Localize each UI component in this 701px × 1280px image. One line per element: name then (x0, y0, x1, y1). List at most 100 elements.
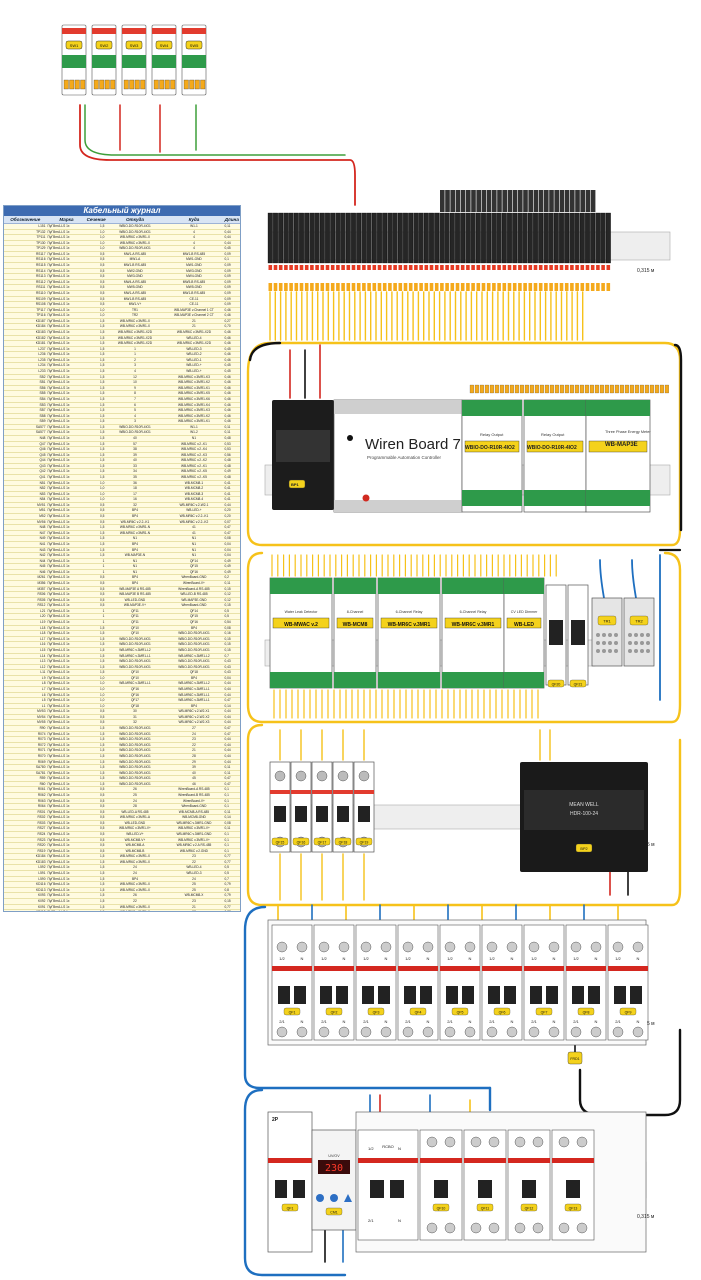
journal-cell: 0,12 (223, 591, 240, 598)
breaker-badge (409, 1007, 427, 1016)
terminal-orange (512, 283, 517, 291)
breaker-label: QF11 (481, 1207, 490, 1211)
journal-cell: 0,04 (223, 541, 240, 548)
terminal (504, 384, 509, 394)
journal-cell: L591 (4, 870, 47, 877)
journal-cell: N43 (4, 547, 47, 554)
journal-cell: N48 (4, 524, 47, 531)
screw-icon (532, 1136, 544, 1148)
terminal (423, 212, 429, 264)
journal-cell: QF11 (105, 613, 165, 621)
journal-cell: W1-1 (164, 424, 224, 431)
journal-cell: ПуГВнгА-LS 1x (46, 881, 87, 888)
journal-cell: 1,5 (86, 641, 106, 648)
breaker-lever (370, 1180, 384, 1198)
screw-icon (470, 1222, 482, 1234)
terminal (574, 212, 580, 264)
journal-cell: 0,11 (223, 809, 240, 816)
sensor-module: SW3 (121, 24, 147, 96)
breaker-badge (283, 1007, 301, 1016)
terminal-red (289, 265, 293, 270)
journal-cell: 0,5 (86, 809, 106, 816)
journal-cell: N1 (164, 535, 224, 542)
journal-cell: KD184 (4, 323, 47, 330)
journal-cell: WB-MR6C v.3MR1-X (105, 323, 165, 330)
journal-cell: 0,41 (223, 480, 240, 487)
journal-cell: ПуГВнгА-LS 1x (46, 362, 87, 369)
journal-cell: L6 (4, 692, 47, 699)
module-terminal-band (504, 578, 544, 594)
journal-cell: MW1-B RS-485 (164, 251, 224, 258)
journal-cell: K092 (4, 898, 47, 905)
journal-cell: 0,5 (86, 301, 106, 308)
journal-cell: 0,5 (86, 786, 106, 793)
terminal-upper (564, 190, 570, 212)
journal-cell: N1 (105, 558, 165, 565)
journal-cell: ПуГВнгА-LS 1x (46, 825, 87, 832)
journal-cell: 1,5 (86, 368, 106, 375)
journal-cell: N1 (164, 552, 224, 559)
wires (79, 104, 683, 1277)
module-terminal-band (270, 578, 332, 594)
journal-cell: N1 (105, 563, 165, 570)
tr-label: TR2 (635, 619, 643, 624)
journal-cell: 0,5 (86, 814, 106, 821)
terminal-red (372, 265, 377, 270)
breaker-stripe (566, 966, 606, 971)
breaker-badge (313, 837, 331, 846)
terminal (604, 384, 609, 394)
breaker-lever (278, 986, 290, 1004)
journal-cell: WB-MAP3E-N (105, 552, 165, 559)
journal-cell: QF16 (105, 692, 165, 699)
journal-cell: 4 (105, 413, 165, 420)
journal-cell: WBIO-DO-R10R-4IO1 (105, 658, 165, 665)
screw-icon (590, 1026, 602, 1038)
terminal (590, 212, 596, 264)
journal-cell: QF10 (105, 630, 165, 637)
terminal (664, 384, 669, 394)
terminal (527, 212, 533, 264)
journal-cell: 0,5 (86, 284, 106, 291)
journal-cell: 1,5 (86, 781, 106, 788)
terminal-label: 2/1 (405, 1019, 411, 1024)
journal-cell: 1,5 (86, 853, 106, 860)
journal-cell: 1,5 (86, 474, 106, 481)
journal-cell: 0,45 (223, 362, 240, 369)
module-name-badge (506, 617, 542, 629)
terminal-label: 1/2 (573, 956, 579, 961)
breaker-lever (274, 806, 286, 822)
journal-cell: N53 (4, 491, 47, 498)
journal-cell: 1,5 (86, 329, 106, 336)
journal-cell: WBIO-DO-R10R-4IO1 (164, 658, 224, 665)
sensor-terminal (129, 79, 135, 90)
terminal-red (549, 265, 553, 270)
terminal-orange (471, 283, 475, 291)
journal-cell: 0,5 (86, 820, 106, 827)
journal-cell: 24 (164, 731, 224, 738)
journal-cell: WB-MR6C v.3MR1-K1 (164, 418, 224, 425)
terminal-orange (356, 283, 361, 291)
journal-cell: L21 (4, 608, 47, 615)
terminal-red (601, 265, 605, 270)
journal-cell: 1,5 (86, 630, 106, 637)
journal-cell: WB-MCM8-2 (164, 485, 224, 492)
wire-loop-blue (243, 905, 492, 1090)
screw-icon (532, 1222, 544, 1234)
breaker-lever (530, 986, 542, 1004)
tr-hole (634, 633, 638, 637)
journal-cell: RS24 (4, 831, 47, 838)
breaker-lever (404, 986, 416, 1004)
journal-cell: 0,11 (223, 770, 240, 777)
journal-cell: WBIO-DO-R10R-4IO1 (105, 229, 165, 236)
terminal (439, 212, 445, 264)
journal-cell: QF16 (164, 569, 224, 576)
